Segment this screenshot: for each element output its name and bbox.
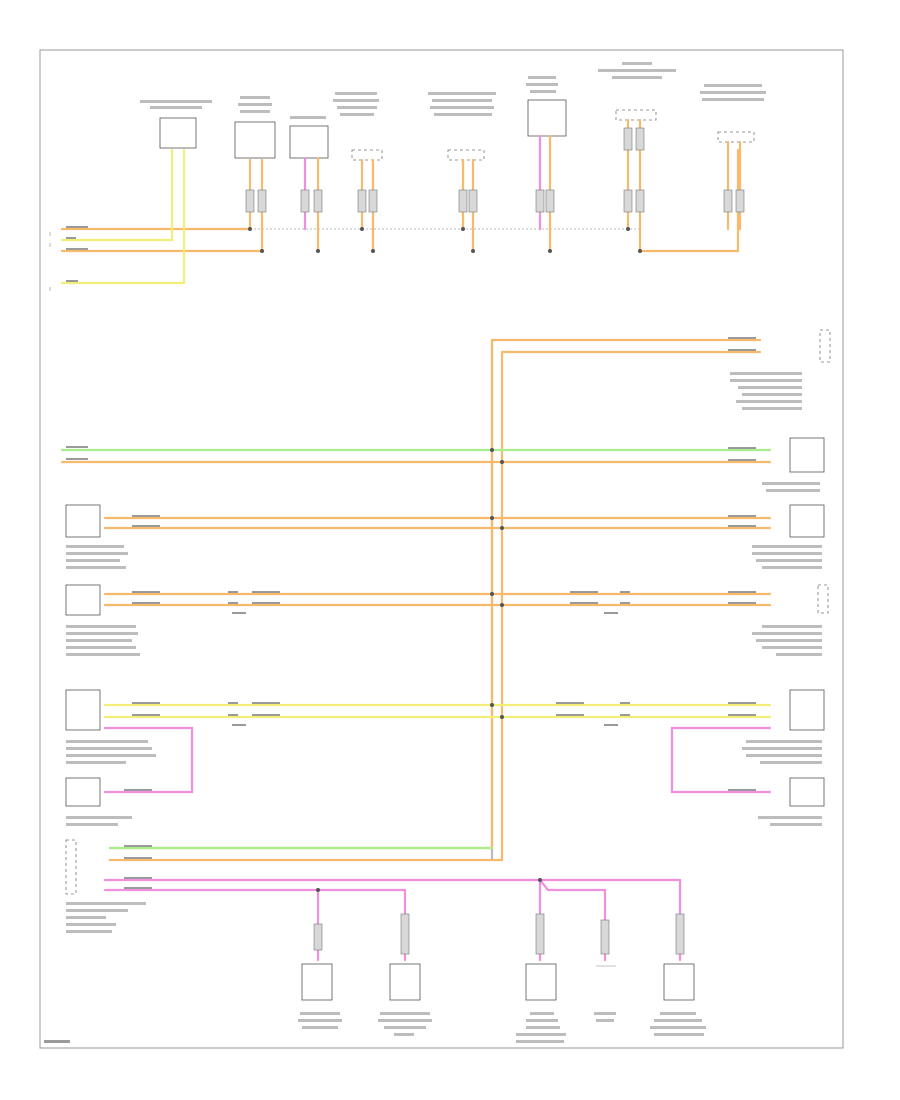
bus-yellow-2 <box>60 148 186 285</box>
middle-modules <box>65 329 831 826</box>
module-instrument-cluster <box>140 100 212 149</box>
module-2 <box>234 96 276 159</box>
module-4 <box>333 92 383 161</box>
top-modules <box>140 62 766 161</box>
bus-yellow <box>60 148 174 242</box>
module-8 <box>700 84 766 143</box>
module-7 <box>598 62 676 121</box>
module-5 <box>428 92 496 161</box>
top-wires <box>49 118 745 291</box>
bottom-harness <box>44 839 706 1043</box>
module-6 <box>526 76 567 137</box>
module-3 <box>289 116 329 159</box>
middle-harness <box>60 337 772 862</box>
diagram-frame <box>39 49 844 1049</box>
